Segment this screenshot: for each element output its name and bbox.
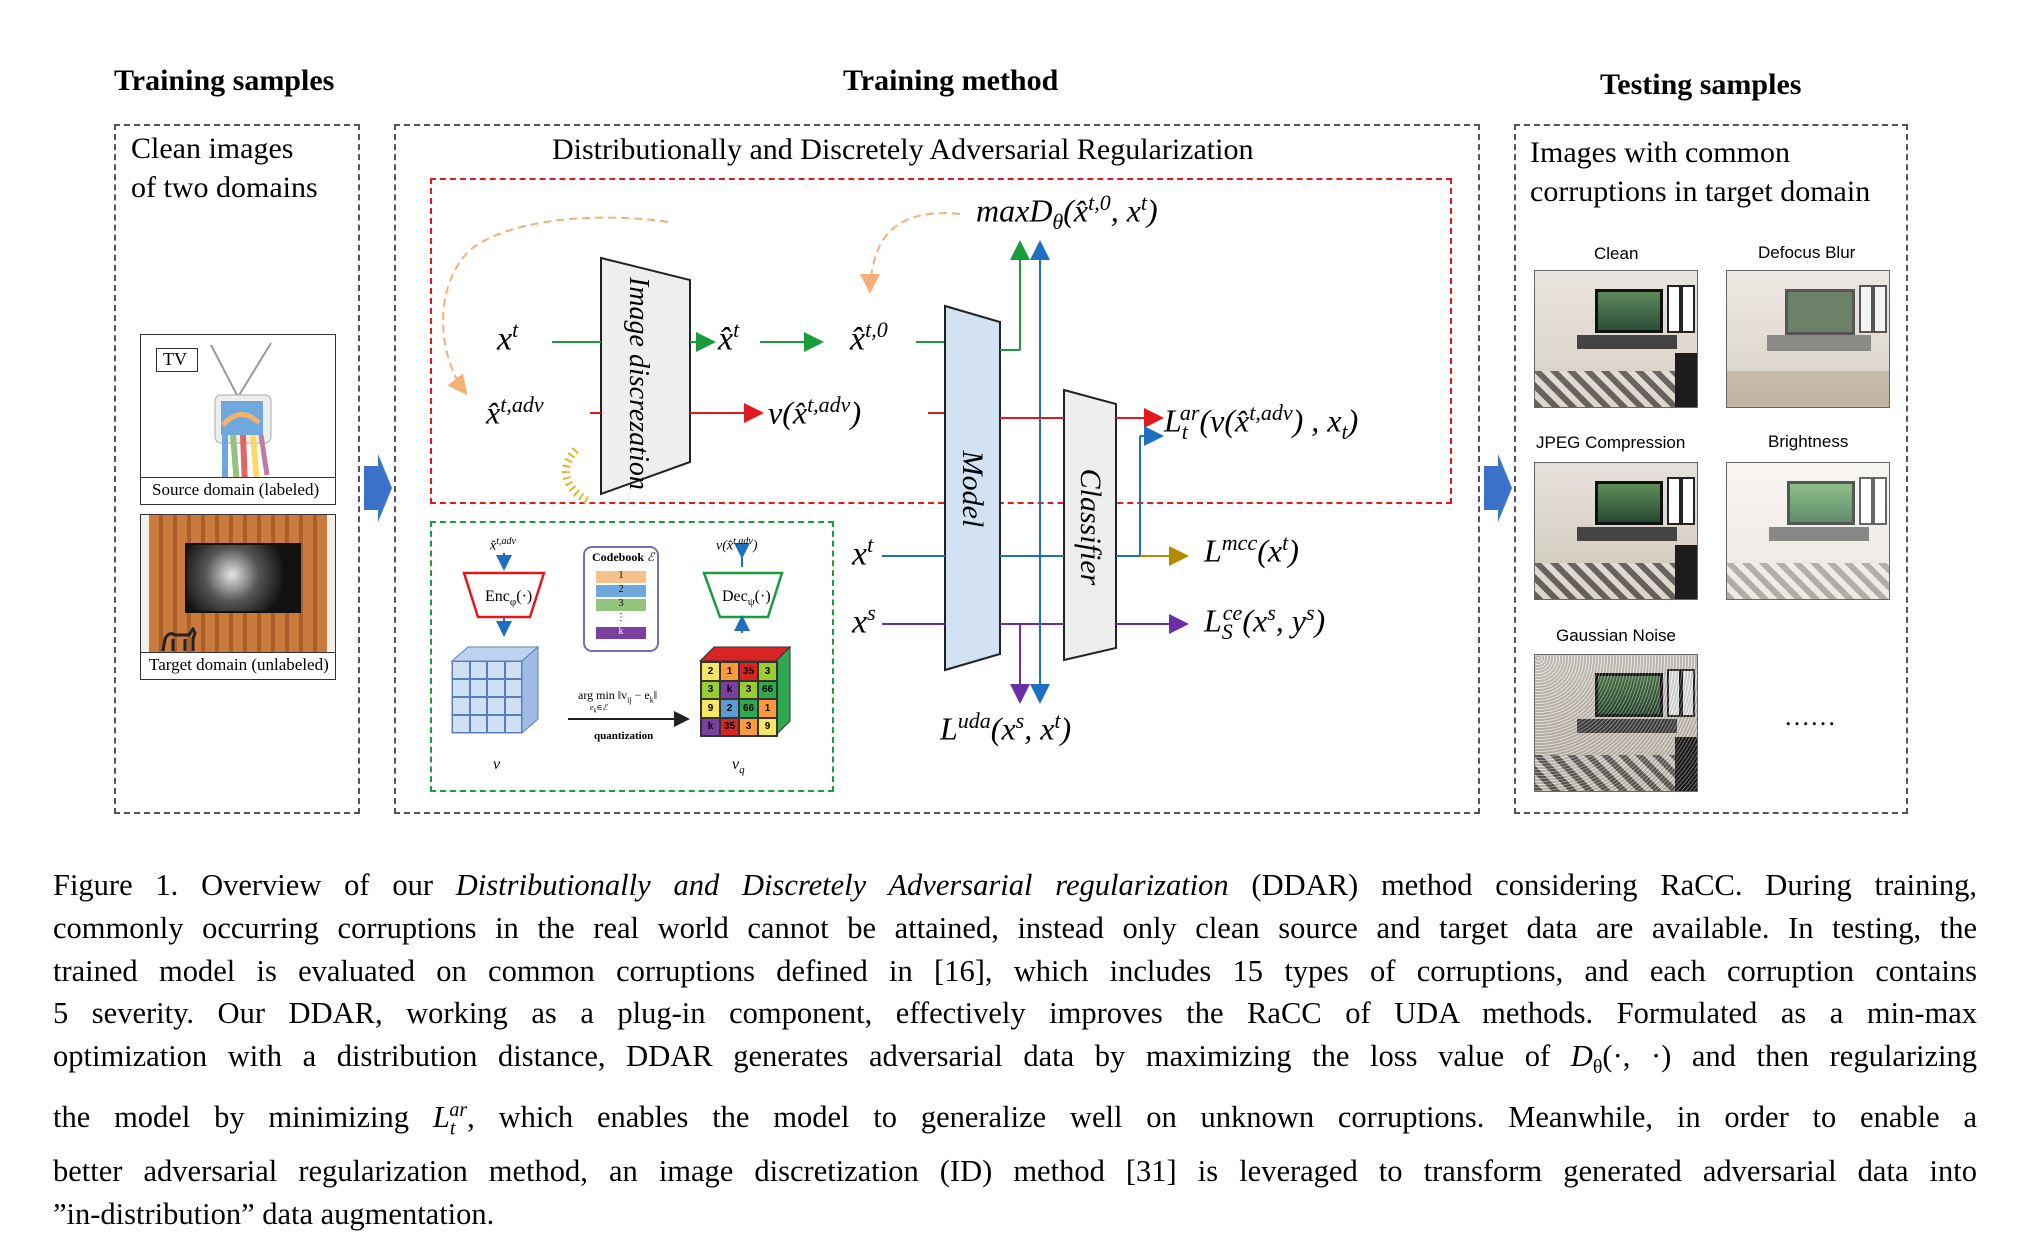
caption-line-1: Figure 1. Overview of our Distributional… — [53, 868, 1977, 902]
orange-loop-right — [860, 212, 961, 294]
target-domain-caption: Target domain (unlabeled) — [149, 655, 329, 674]
quantized-cell: 66 — [758, 680, 777, 699]
tv-illustration — [210, 342, 272, 486]
image-discretization-label: Image discrezation — [623, 277, 654, 490]
label-L-uda: Luda(xs, xt) — [940, 708, 1072, 747]
tv-label: TV — [163, 349, 187, 369]
codebook-entries: 1 2 3 ⋮ k — [616, 570, 626, 637]
quantized-cell: k — [720, 680, 739, 699]
argmin-label: arg min ‖vij − ek‖ — [578, 688, 658, 705]
right-panel-title-line1: Images with common — [1530, 136, 1790, 169]
label-xt-input: xt — [497, 317, 519, 358]
codebook-title: Codebook ℰ — [592, 550, 655, 564]
target-caption-box — [140, 652, 336, 680]
horse-figure — [161, 627, 197, 652]
quantized-cell: 35 — [739, 662, 758, 681]
quantized-cell: 1 — [720, 662, 739, 681]
argmin-sub: ek∈ℰ — [590, 703, 608, 715]
label-L-mcc: Lmcc(xt) — [1204, 530, 1299, 569]
caption-line-3: trained model is evaluated on common cor… — [53, 953, 1977, 988]
quantized-cell: 2 — [701, 662, 720, 681]
right-panel-title-line2: corruptions in target domain — [1530, 175, 1871, 208]
encoder-block — [462, 571, 546, 619]
label-xt-mid: xt — [852, 532, 874, 573]
v-label: v — [493, 756, 501, 773]
ddar-region — [430, 178, 1452, 504]
source-caption-box — [140, 477, 336, 505]
target-domain-image — [140, 514, 336, 656]
quantized-cell: 3 — [739, 680, 758, 699]
inset-v-grid — [452, 661, 522, 733]
vq-label: vq — [732, 756, 745, 777]
flow-diagram — [442, 212, 1189, 704]
thumb-jpeg — [1534, 462, 1698, 600]
middle-panel-title: Distributionally and Discretely Adversar… — [552, 133, 1254, 166]
quantized-cell: 66 — [739, 699, 758, 718]
left-panel — [114, 124, 360, 814]
arrow-right-icon — [364, 454, 392, 522]
encoder-label: Encφ(·) — [485, 588, 533, 609]
model-block — [944, 304, 1001, 672]
quantized-cell: 3 — [758, 662, 777, 681]
label-max-D: maxDθ(x̂t,0, xt) — [976, 190, 1158, 235]
caption-line-8: ”in-distribution” data augmentation. — [53, 1196, 495, 1231]
arrow-right-icon — [1484, 454, 1512, 522]
label-xhat-t0: x̂t,0 — [850, 317, 888, 358]
caption-line-2: commonly occurring corruptions in the re… — [53, 910, 1977, 945]
label-L-ar: Ltar(v(x̂t,adv) , xt) — [1164, 400, 1359, 445]
quantized-cell: 35 — [720, 717, 739, 736]
thumb-gaussian-noise — [1534, 654, 1698, 792]
tv-label-box — [156, 348, 198, 372]
left-panel-title-line2: of two domains — [131, 171, 318, 204]
middle-panel — [394, 124, 1480, 814]
quantized-cell: 3 — [739, 717, 758, 736]
header-testing-samples: Testing samples — [1600, 68, 1802, 101]
quantized-cell: 9 — [758, 717, 777, 736]
caption-line-4: 5 severity. Our DDAR, working as a plug-… — [53, 996, 1977, 1031]
label-xhat-adv: x̂t,adv — [486, 392, 544, 431]
olive-curve-arrow — [562, 447, 592, 506]
decoder-block — [702, 571, 784, 619]
label-v-adv: v(x̂t,adv) — [768, 392, 862, 431]
quantization-label: quantization — [594, 730, 654, 742]
header-training-samples: Training samples — [114, 64, 335, 97]
source-domain-image: TV — [140, 334, 336, 504]
right-panel — [1514, 124, 1908, 814]
left-panel-title-line1: Clean images — [131, 132, 294, 165]
thumb-label-brightness: Brightness — [1768, 432, 1849, 451]
label-L-ce: LSce(xs, ys) — [1204, 600, 1326, 645]
image-discretization-block — [600, 256, 691, 496]
caption-line-5: optimization with a distribution distanc… — [53, 1039, 1978, 1079]
thumb-label-defocus-blur: Defocus Blur — [1758, 243, 1856, 262]
label-xhat-t: x̂t — [718, 317, 740, 358]
thumb-label-jpeg: JPEG Compression — [1536, 433, 1686, 452]
quantized-cell: 3 — [701, 680, 720, 699]
quantized-cell: 1 — [758, 699, 777, 718]
model-label: Model — [956, 450, 989, 528]
caption-line-6: the model by minimizing Ltar, which enab… — [53, 1099, 1977, 1140]
thumb-label-clean: Clean — [1594, 244, 1639, 263]
classifier-block — [1063, 388, 1117, 662]
figure-caption: Figure 1. Overview of our Distributional… — [53, 864, 1977, 1236]
quantized-cell: 9 — [701, 699, 720, 718]
thumb-clean — [1534, 270, 1698, 408]
quantized-cell: 2 — [720, 699, 739, 718]
image-discretization-inset — [430, 521, 834, 792]
label-xs-mid: xs — [852, 600, 876, 641]
caption-line-7: better adversarial regularization method… — [53, 1154, 1977, 1189]
thumb-brightness — [1726, 462, 1890, 600]
quantized-cell: k — [701, 717, 720, 736]
header-training-method: Training method — [843, 64, 1059, 97]
inset-output-label: v(x̂t,adv) — [716, 536, 758, 554]
classifier-label: Classifier — [1074, 468, 1107, 586]
thumb-label-gaussian-noise: Gaussian Noise — [1556, 626, 1677, 645]
decoder-label: Decψ(·) — [722, 588, 771, 609]
inset-input-label: x̂t,adv — [490, 536, 516, 554]
source-domain-caption: Source domain (labeled) — [152, 480, 320, 499]
more-corruptions-ellipsis: …… — [1784, 702, 1836, 731]
thumb-defocus-blur — [1726, 270, 1890, 408]
